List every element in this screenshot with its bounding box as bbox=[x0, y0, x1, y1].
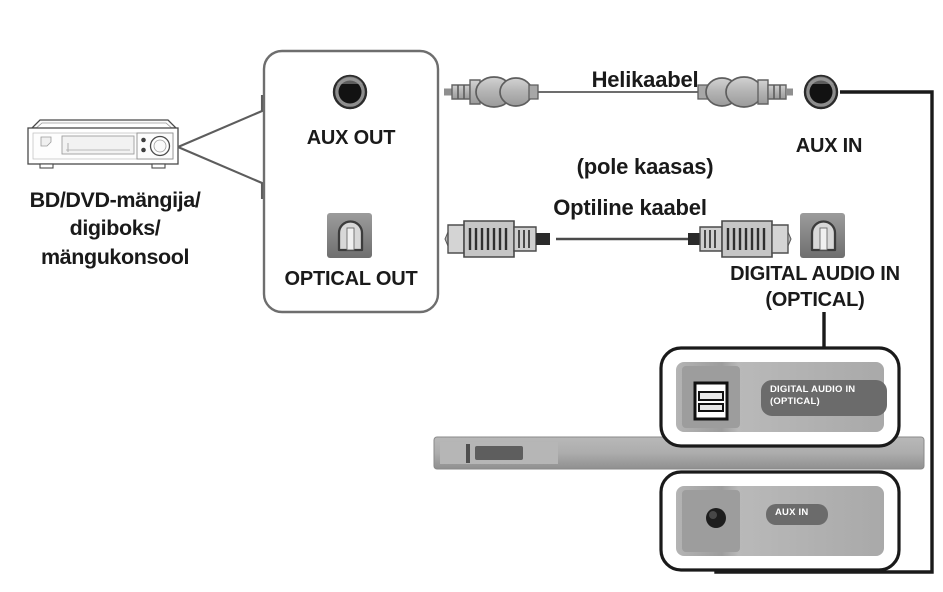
digital-audio-in-port-icon bbox=[800, 213, 845, 258]
soundbar-device bbox=[433, 436, 925, 470]
aux-in-jack-icon bbox=[803, 74, 839, 110]
bd-dvd-player-icon bbox=[27, 119, 179, 169]
aux-out-label: AUX OUT bbox=[306, 127, 396, 149]
aux-in-label: AUX IN bbox=[795, 135, 863, 157]
aux-out-jack-icon bbox=[332, 74, 368, 110]
audio-cable-label: Helikaabel (pole kaasas) bbox=[485, 6, 805, 240]
optical-out-port-icon bbox=[327, 213, 372, 258]
callout-pill-digital-audio-in: DIGITAL AUDIO IN (OPTICAL) bbox=[761, 380, 887, 416]
audio-cable-label-line1: Helikaabel bbox=[591, 66, 699, 92]
source-device-caption: BD/DVD-mängija/ digiboks/ mängukonsool bbox=[29, 188, 201, 269]
optical-out-label: OPTICAL OUT bbox=[284, 268, 418, 290]
optical-cable-label: Optiline kaabel bbox=[553, 195, 707, 220]
callout-leader-player bbox=[177, 95, 264, 199]
audio-cable-label-line2: (pole kaasas) bbox=[576, 154, 714, 180]
callout-pill-aux-in: AUX IN bbox=[766, 504, 828, 525]
digital-audio-in-label: DIGITAL AUDIO IN (OPTICAL) bbox=[730, 263, 900, 311]
